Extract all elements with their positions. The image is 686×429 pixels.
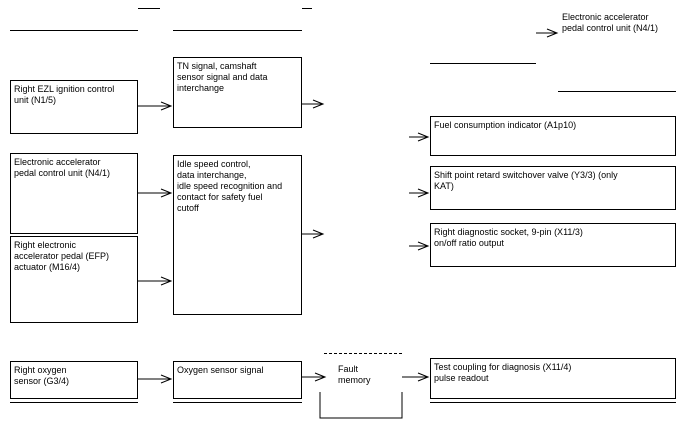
efp-actuator-label: Right electronic accelerator pedal (EFP)… (14, 240, 110, 272)
oxygen-sensor-box: Right oxygen sensor (G3/4) (10, 361, 138, 399)
ezl-ignition-unit-box: Right EZL ignition control unit (N1/5) (10, 80, 138, 134)
test-coupling-box: Test coupling for diagnosis (X11/4) puls… (430, 358, 676, 399)
oxygen-sensor-signal-label: Oxygen sensor signal (177, 365, 264, 375)
fuel-consumption-indicator-label: Fuel consumption indicator (A1p10) (434, 120, 577, 130)
idle-speed-control-box: Idle speed control, data interchange, id… (173, 155, 302, 315)
fault-memory-label: Fault memory (338, 364, 371, 385)
oxygen-sensor-label: Right oxygen sensor (G3/4) (14, 365, 70, 386)
header-rule-4 (173, 30, 302, 31)
fuel-consumption-indicator-box: Fuel consumption indicator (A1p10) (430, 116, 676, 156)
tn-signal-box: TN signal, camshaft sensor signal and da… (173, 57, 302, 128)
ezl-ignition-unit-label: Right EZL ignition control unit (N1/5) (14, 84, 115, 105)
fault-top-rule (324, 353, 402, 354)
header-rule-6 (558, 91, 676, 92)
header-rule-1 (138, 8, 160, 9)
shift-point-valve-box: Shift point retard switchover valve (Y3/… (430, 166, 676, 210)
pedal-control-unit-label: Electronic accelerator pedal control uni… (14, 157, 111, 178)
pedal-control-unit-box: Electronic accelerator pedal control uni… (10, 153, 138, 234)
tn-signal-label: TN signal, camshaft sensor signal and da… (177, 61, 268, 93)
idle-speed-control-label: Idle speed control, data interchange, id… (177, 159, 283, 213)
bottom-rule-3 (430, 402, 676, 403)
shift-point-valve-label: Shift point retard switchover valve (Y3/… (434, 170, 618, 191)
oxygen-sensor-signal-box: Oxygen sensor signal (173, 361, 302, 399)
header-rule-3 (10, 30, 138, 31)
test-coupling-label: Test coupling for diagnosis (X11/4) puls… (434, 362, 572, 383)
diagnostic-socket-label: Right diagnostic socket, 9-pin (X11/3) o… (434, 227, 583, 248)
bottom-rule-2 (173, 402, 302, 403)
pedal-control-unit-output-label: Electronic accelerator pedal control uni… (562, 12, 659, 33)
bottom-rule-1 (10, 402, 138, 403)
efp-actuator-box: Right electronic accelerator pedal (EFP)… (10, 236, 138, 323)
diagnostic-socket-box: Right diagnostic socket, 9-pin (X11/3) o… (430, 223, 676, 267)
header-rule-2 (302, 8, 312, 9)
header-rule-5 (430, 63, 536, 64)
